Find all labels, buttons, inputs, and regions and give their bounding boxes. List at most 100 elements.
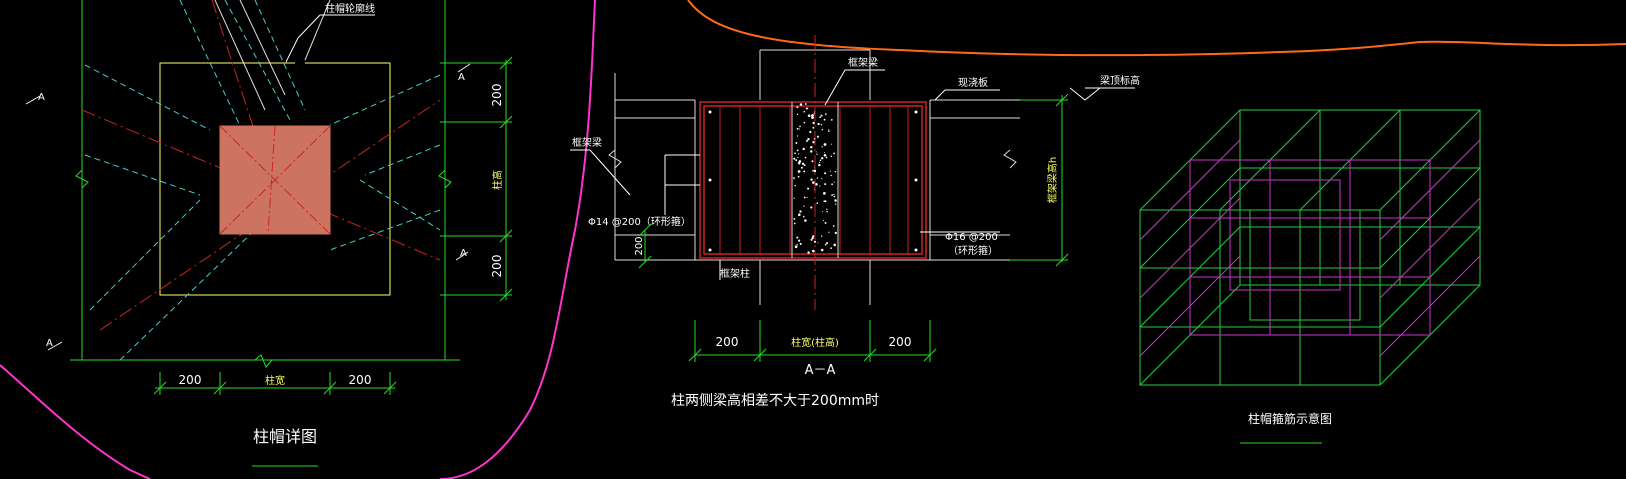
- concrete-dot: [799, 210, 802, 213]
- concrete-dot: [800, 166, 803, 169]
- concrete-dot: [806, 139, 808, 142]
- concrete-dot: [796, 244, 799, 246]
- concrete-dot: [813, 170, 816, 173]
- concrete-dot: [796, 106, 799, 109]
- concrete-dot: [818, 163, 821, 167]
- concrete-dot: [830, 119, 833, 121]
- concrete-dot: [823, 200, 825, 202]
- concrete-dot: [806, 197, 808, 199]
- concrete-dot: [807, 114, 811, 117]
- concrete-dot: [832, 225, 835, 227]
- concrete-dot: [823, 152, 825, 154]
- concrete-dot: [797, 170, 801, 173]
- dim-right-mid: 柱高: [491, 170, 504, 190]
- section-mark-a3: A: [460, 248, 467, 259]
- concrete-dot: [821, 157, 824, 160]
- concrete-dot: [794, 184, 796, 187]
- concrete-dot: [802, 147, 805, 151]
- dim-right-top: 200: [490, 84, 504, 107]
- column-concrete: [791, 102, 839, 258]
- concrete-dot: [812, 235, 814, 237]
- label-beam-top: 梁顶标高: [1100, 74, 1140, 87]
- concrete-dot: [821, 128, 824, 131]
- concrete-dot: [810, 238, 813, 241]
- concrete-dot: [812, 126, 815, 129]
- concrete-dot: [793, 218, 796, 220]
- concrete-dot: [804, 156, 807, 159]
- orange-cloud-curve: [687, 0, 1626, 57]
- concrete-dot: [799, 125, 801, 128]
- concrete-dot: [821, 146, 823, 148]
- concrete-dot: [793, 222, 796, 225]
- concrete-dot: [816, 177, 819, 179]
- concrete-dot: [833, 152, 835, 155]
- concrete-dot: [811, 116, 814, 119]
- concrete-dot: [817, 122, 820, 126]
- concrete-dot: [803, 121, 806, 124]
- concrete-dot: [812, 170, 814, 172]
- concrete-dot: [798, 239, 801, 242]
- concrete-dot: [810, 206, 813, 209]
- concrete-dot: [811, 114, 814, 117]
- label-column: 框架柱: [720, 267, 750, 280]
- concrete-dot: [798, 213, 801, 216]
- concrete-dot: [825, 156, 828, 159]
- detail-title: 柱帽详图: [253, 427, 317, 446]
- concrete-dot: [823, 143, 827, 146]
- concrete-dot: [833, 181, 835, 183]
- dim-aa-mid: 柱宽(柱高): [791, 336, 839, 349]
- label-column-beam: 框架梁: [848, 56, 878, 69]
- concrete-dot: [820, 235, 823, 237]
- concrete-dot: [798, 153, 800, 155]
- concrete-dot: [797, 175, 800, 178]
- cap-outline-label: 柱帽轮廓线: [325, 2, 375, 15]
- concrete-dot: [794, 152, 796, 155]
- concrete-dot: [833, 243, 836, 247]
- concrete-dot: [820, 248, 824, 252]
- concrete-dot: [803, 170, 806, 173]
- concrete-dot: [811, 160, 814, 163]
- concrete-dot: [799, 242, 802, 245]
- concrete-dot: [826, 242, 829, 244]
- concrete-dot: [833, 193, 835, 196]
- concrete-dot: [824, 243, 827, 246]
- concrete-dot: [803, 164, 806, 167]
- concrete-dot: [815, 182, 818, 186]
- concrete-dot: [831, 143, 833, 145]
- concrete-dot: [820, 114, 823, 117]
- dim-aa-right: 200: [889, 335, 912, 349]
- dim-aa-left: 200: [716, 335, 739, 349]
- label-frame-beam: 框架梁: [572, 136, 602, 149]
- concrete-dot: [795, 142, 798, 144]
- concrete-dot: [794, 245, 798, 249]
- concrete-dot: [819, 185, 821, 187]
- concrete-dot: [810, 146, 813, 149]
- concrete-dot: [812, 181, 815, 184]
- section-mark-a2: A: [458, 72, 465, 83]
- concrete-dot: [803, 196, 806, 199]
- concrete-dot: [823, 153, 827, 157]
- concrete-dot: [811, 236, 814, 240]
- concrete-dot: [797, 157, 799, 159]
- concrete-dot: [803, 110, 806, 113]
- section-aa: 框架梁 现浇板 梁顶标高 框架梁 Φ14 @200（环形箍） Φ16 @200 …: [570, 35, 1140, 409]
- concrete-dot: [803, 205, 805, 207]
- label-rebar-left: Φ14 @200（环形箍）: [588, 215, 691, 228]
- concrete-dot: [834, 199, 837, 202]
- concrete-dot: [796, 236, 799, 239]
- concrete-dot: [819, 159, 822, 162]
- concrete-dot: [807, 251, 810, 254]
- concrete-dot: [807, 107, 809, 109]
- label-rebar-right: Φ16 @200: [945, 232, 998, 243]
- concrete-dot: [822, 210, 824, 213]
- concrete-dot: [802, 162, 804, 164]
- dim-bottom-left: 200: [179, 373, 202, 387]
- section-mark-a1: A: [38, 92, 45, 103]
- concrete-dot: [799, 128, 801, 130]
- section-name: A－A: [805, 363, 836, 378]
- concrete-dot: [826, 210, 828, 213]
- concrete-dot: [829, 170, 831, 172]
- concrete-dot: [824, 200, 827, 203]
- concrete-dot: [823, 192, 826, 195]
